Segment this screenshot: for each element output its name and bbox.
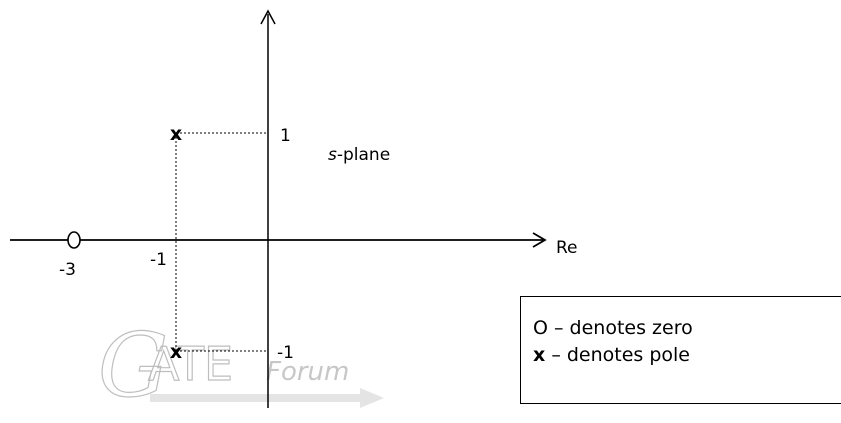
gateforum-watermark-logo: G ATE Forum (97, 313, 384, 418)
im-tick-label-neg: -1 (277, 343, 294, 363)
s-plane-label-s: s (328, 145, 337, 165)
dotted-guides (175, 132, 268, 352)
legend-row-pole: x – denotes pole (533, 344, 690, 366)
re-tick-label-neg1: -1 (150, 250, 167, 270)
zero-marker (67, 231, 81, 249)
imaginary-axis-arrow-icon (260, 9, 276, 25)
s-plane-label: s-plane (328, 145, 390, 165)
watermark-logo-forum: Forum (266, 357, 349, 387)
im-tick-label-pos: 1 (280, 126, 291, 146)
legend-box: O – denotes zero x – denotes pole (520, 296, 841, 404)
legend-zero-symbol: O (533, 317, 548, 339)
s-plane-label-rest: -plane (337, 145, 390, 165)
legend-zero-text: – denotes zero (554, 317, 693, 339)
real-axis-arrow-icon (532, 232, 547, 248)
re-tick-label-neg3: -3 (59, 260, 76, 280)
legend-pole-text: – denotes pole (551, 344, 690, 366)
watermark-arrow-icon (150, 388, 384, 408)
legend-pole-symbol: x (533, 344, 546, 366)
real-axis-label: Re (556, 238, 578, 258)
pole-marker-lower: x (170, 341, 182, 363)
pole-marker-upper: x (170, 123, 182, 145)
watermark-logo-ate: ATE (148, 337, 233, 391)
legend-row-zero: O – denotes zero (533, 317, 693, 339)
